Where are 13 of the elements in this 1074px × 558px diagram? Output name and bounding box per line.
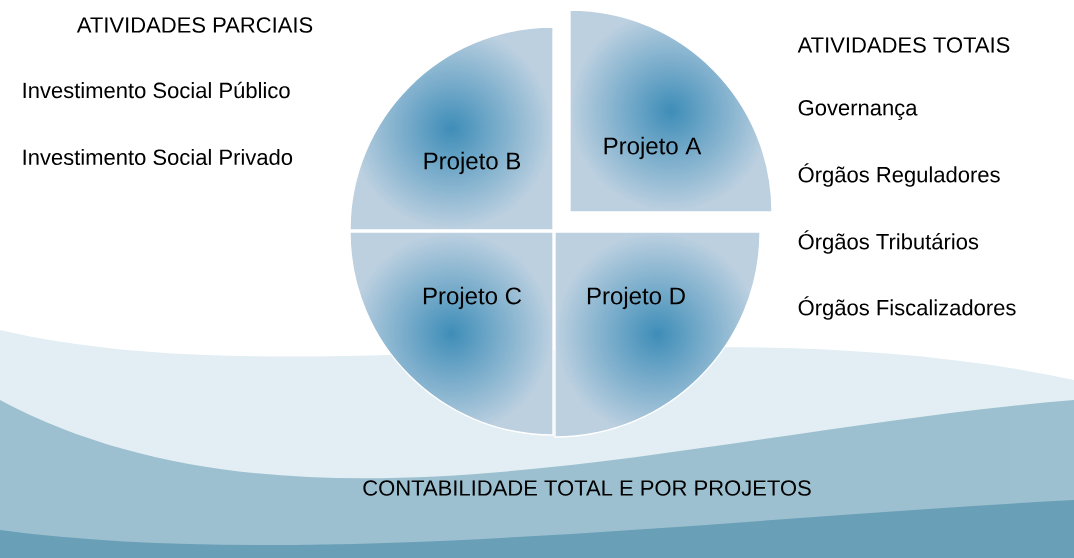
- pie-sector: Projeto B: [349, 26, 554, 231]
- list-label: Órgãos Reguladores: [798, 163, 1000, 187]
- list-label: Órgãos Tributários: [798, 230, 979, 254]
- caption: CONTABILIDADE TOTAL E POR PROJETOS: [363, 480, 811, 496]
- pie-sector: Projeto C: [349, 231, 554, 436]
- list-label: ATIVIDADES TOTAIS: [797, 37, 1010, 53]
- pie-sector: Projeto D: [554, 231, 761, 438]
- list-label: ATIVIDADES PARCIAIS: [76, 17, 313, 33]
- list-label: Investimento Social Público: [23, 81, 290, 99]
- pie-sector: Projeto A: [569, 9, 773, 213]
- list-label: Governança: [798, 100, 918, 120]
- list-label: Investimento Social Privado: [23, 148, 293, 166]
- list-label: Órgãos Fiscalizadores: [798, 296, 1016, 320]
